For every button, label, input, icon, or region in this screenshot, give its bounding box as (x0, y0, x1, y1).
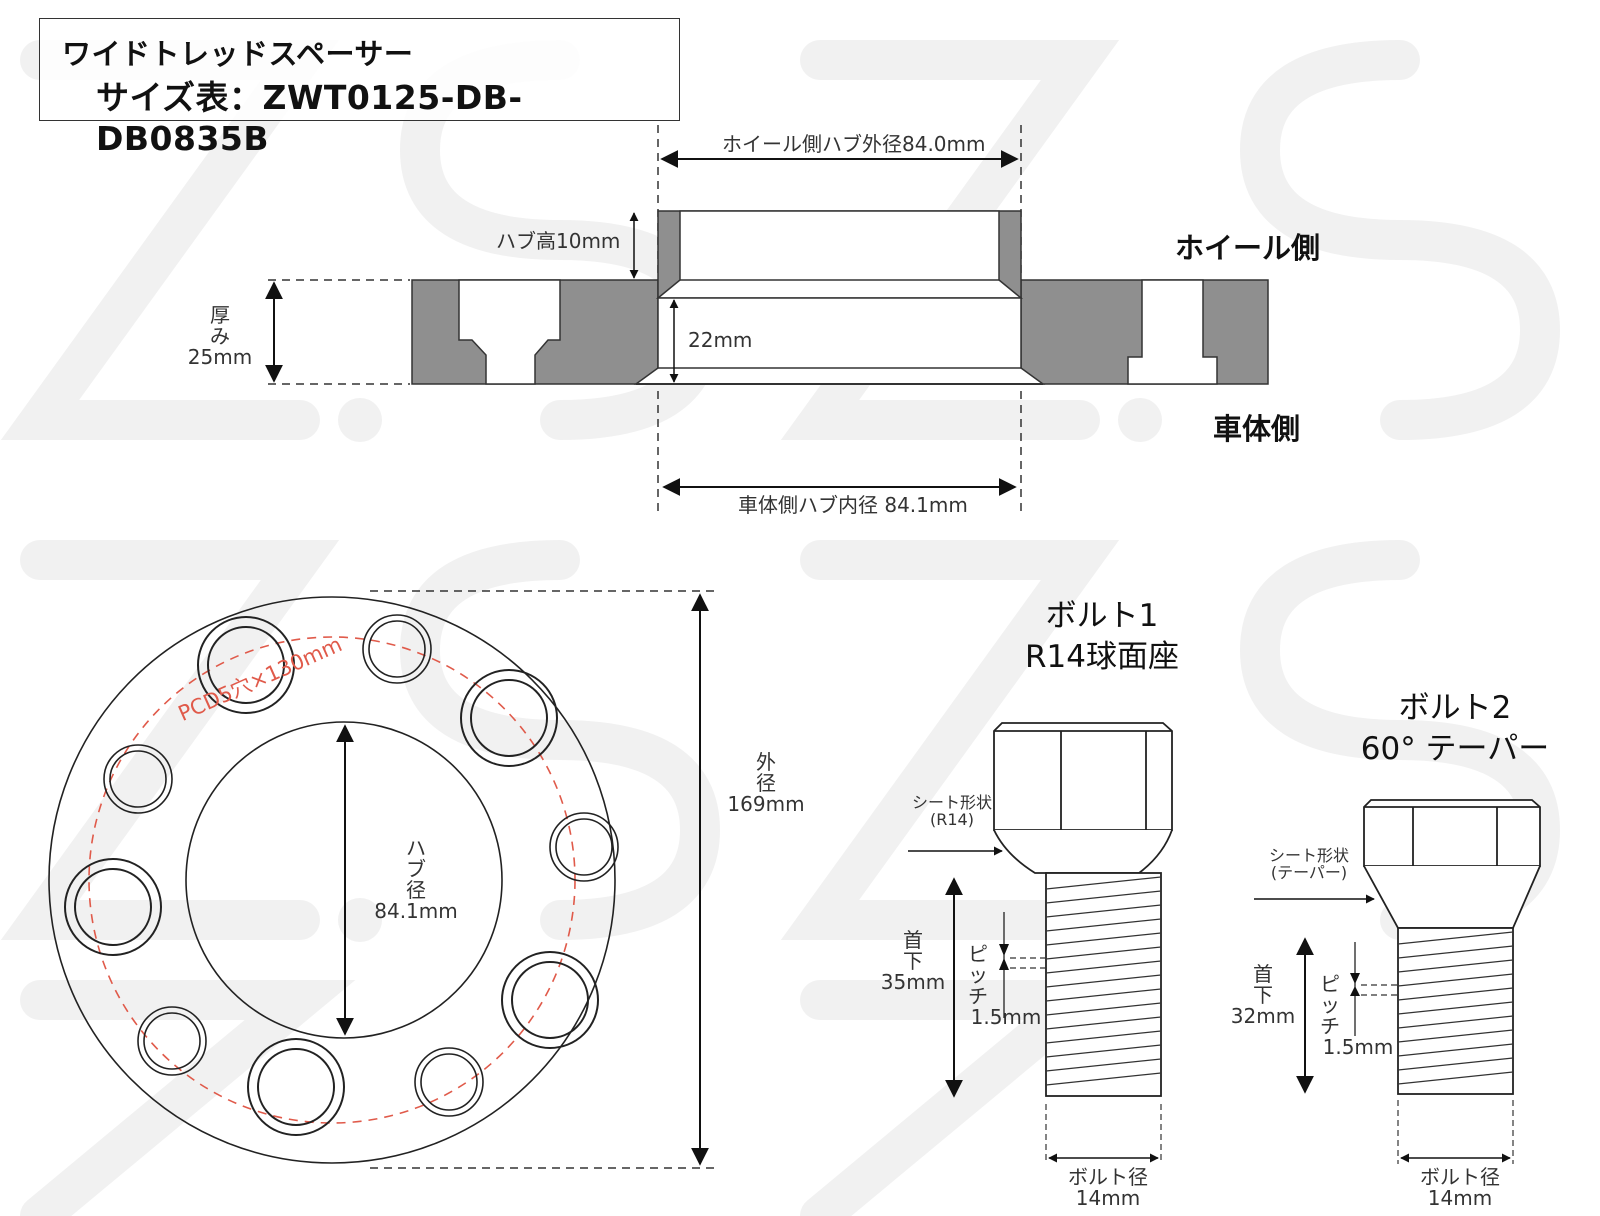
wheel-side-label: ホイール側 (1175, 231, 1321, 265)
hub-diameter-label: ハ ブ 径 84.1mm (374, 836, 458, 923)
front-view (48, 596, 619, 1164)
bolt2-seat-label: シート形状 (テーパー) (1268, 846, 1349, 882)
body-side-label: 車体側 (1213, 412, 1301, 446)
body-hub-inner-dia-label: 車体側ハブ内径 84.1mm (738, 493, 968, 517)
size-table-code: サイズ表：ZWT0125-DB-DB0835B (96, 78, 523, 158)
bolt2-threads (1397, 931, 1514, 1085)
bolt1-neck-length-label: 首 下 35mm (880, 928, 946, 994)
bolt1-drawing (993, 722, 1173, 1097)
bolt1-pitch-label: ピ ッ チ 1.5mm (968, 942, 1042, 1029)
bolt1-diameter-label: ボルト径 14mm (1068, 1165, 1148, 1210)
bolt1-threads (1045, 876, 1162, 1086)
bolt2-title: ボルト2 60° テーパー (1360, 690, 1550, 767)
bolt1-seat-label: シート形状 (R14) (911, 793, 992, 829)
outer-diameter-label: 外 径 169mm (727, 750, 805, 816)
wheel-hub-outer-dia-label: ホイール側ハブ外径84.0mm (722, 132, 986, 156)
bolt2-pitch-label: ピ ッ チ 1.5mm (1320, 972, 1394, 1059)
bolt2-drawing (1363, 799, 1541, 1095)
bolt2-neck-length-label: 首 下 32mm (1230, 962, 1296, 1028)
product-name: ワイドトレッドスペーサー (62, 37, 414, 71)
bolt1-title: ボルト1 R14球面座 (1025, 598, 1179, 675)
title-box: ワイドトレッドスペーサー サイズ表：ZWT0125-DB-DB0835B (39, 18, 680, 158)
side-section-view (265, 125, 1269, 512)
hub-height-label: ハブ高10mm (496, 229, 621, 253)
thickness-label: 厚 み 25mm (187, 303, 253, 369)
bolt2-diameter-label: ボルト径 14mm (1420, 1165, 1500, 1210)
bore-depth-label: 22mm (688, 328, 753, 352)
